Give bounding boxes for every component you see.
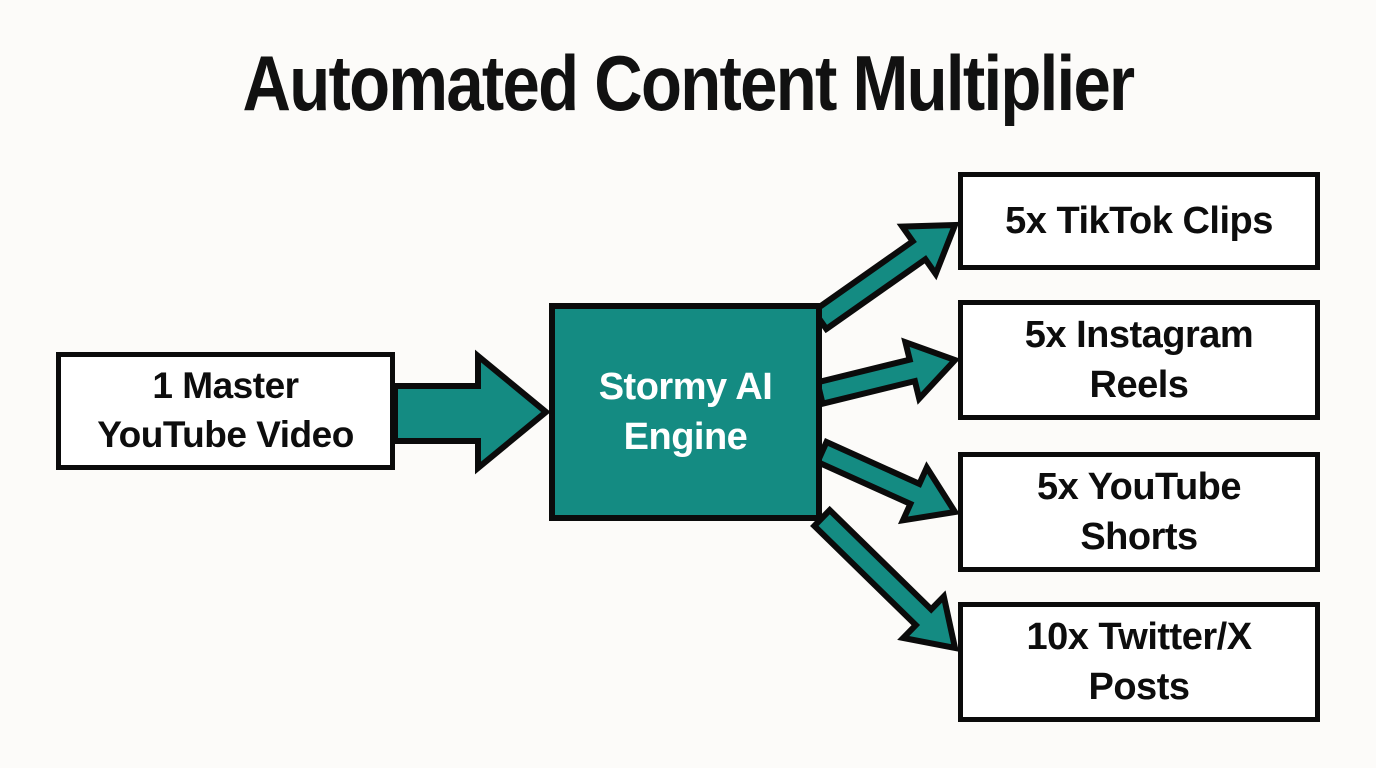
arrow-engine-to-instagram-icon <box>813 337 961 408</box>
output-box-twitter: 10x Twitter/X Posts <box>958 602 1320 722</box>
arrow-engine-to-twitter-icon <box>810 505 959 652</box>
arrow-engine-to-youtube-icon <box>813 438 960 525</box>
output-box-instagram-label: 5x Instagram Reels <box>1024 313 1254 406</box>
source-box-label: 1 Master YouTube Video <box>97 365 354 455</box>
engine-box-label: Stormy AI Engine <box>598 365 773 458</box>
output-box-twitter-label: 10x Twitter/X Posts <box>1026 615 1252 708</box>
output-box-tiktok: 5x TikTok Clips <box>958 172 1320 270</box>
output-box-youtube: 5x YouTube Shorts <box>958 452 1320 572</box>
diagram-title: Automated Content Multiplier <box>242 39 1136 127</box>
output-box-instagram: 5x Instagram Reels <box>958 300 1320 420</box>
output-box-youtube-label: 5x YouTube Shorts <box>1036 465 1242 558</box>
output-box-tiktok-label: 5x TikTok Clips <box>1005 199 1273 242</box>
arrow-engine-to-tiktok-icon <box>809 221 960 334</box>
source-box: 1 Master YouTube Video <box>56 352 395 470</box>
arrow-source-to-engine-icon <box>392 349 551 475</box>
engine-box: Stormy AI Engine <box>549 303 822 521</box>
